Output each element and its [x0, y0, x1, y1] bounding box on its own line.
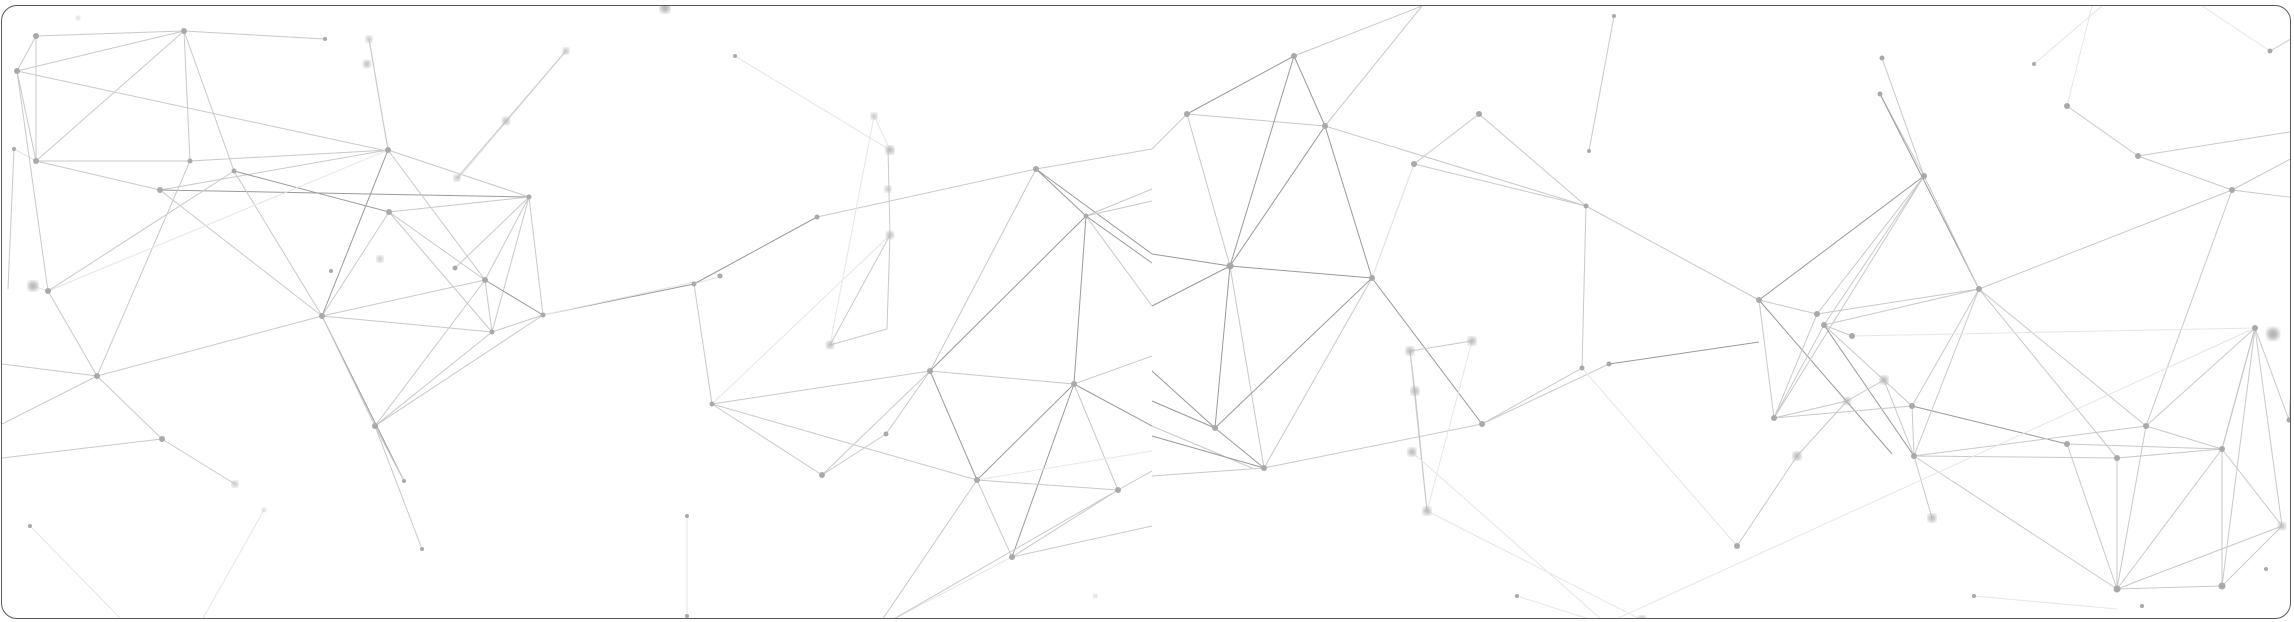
network-graph [2, 6, 2290, 618]
network-nodes [12, 6, 2290, 618]
network-edges [2, 6, 2290, 618]
network-background-panel [1, 5, 2291, 619]
